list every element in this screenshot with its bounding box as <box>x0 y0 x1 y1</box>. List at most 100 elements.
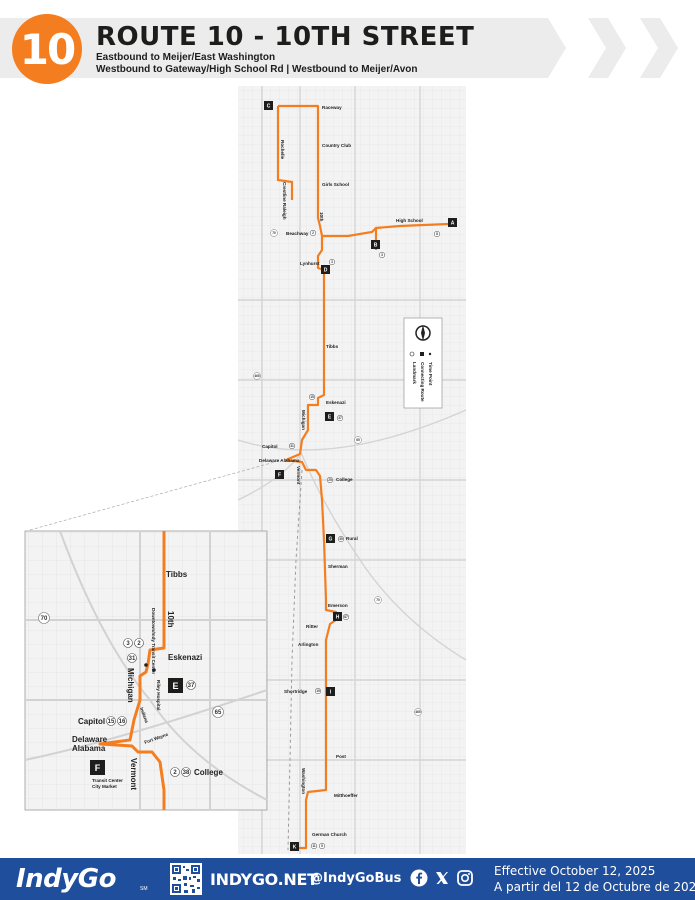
timepoint-B: B <box>371 240 380 249</box>
label-rural: Rural <box>346 536 358 541</box>
svg-text:2: 2 <box>137 641 141 647</box>
label-lynhurst: Lynhurst <box>300 261 320 266</box>
chevron-icon <box>640 18 678 78</box>
timepoint-D: D <box>321 265 330 274</box>
svg-text:37: 37 <box>188 683 195 689</box>
svg-text:65: 65 <box>215 710 222 716</box>
route-circle: 5 <box>318 842 326 850</box>
downtown-inset: E F 3 2 31 37 15 16 2 38 70 65 Tibbs 10t… <box>24 530 268 811</box>
route-circle: 15 <box>308 393 316 401</box>
highway-shield-70: 70 <box>270 229 278 237</box>
inset-label-vermont: Vermont <box>129 758 138 790</box>
svg-text:Time Point: Time Point <box>428 362 433 386</box>
svg-text:2: 2 <box>312 231 314 235</box>
street-grid <box>238 86 466 854</box>
svg-text:39: 39 <box>339 537 343 541</box>
inset-route-circle: 3 <box>123 638 133 648</box>
label-tibbs: Tibbs <box>326 344 339 349</box>
svg-text:70: 70 <box>41 616 48 622</box>
inset-label-route: 10th <box>166 611 175 628</box>
highway-shield-65: 65 <box>354 436 362 444</box>
route-east-branch <box>322 222 449 238</box>
label-washington: Washington <box>301 768 306 794</box>
inset-route-10-line <box>98 531 166 810</box>
inset-landmark-riley <box>152 668 156 672</box>
map-canvas: C A B D E F G H <box>24 86 467 854</box>
timepoint-legend-icon <box>420 352 424 356</box>
route-subtitle-westbound: Westbound to Gateway/High School Rd | We… <box>96 64 418 75</box>
route-west-loop <box>276 106 294 200</box>
label-beachway: Beachway <box>286 231 309 236</box>
x-icon[interactable] <box>433 869 451 887</box>
svg-text:15: 15 <box>108 719 115 725</box>
connecting-route-legend-icon <box>409 351 415 357</box>
svg-text:11: 11 <box>312 844 316 848</box>
route-circle: 37 <box>336 414 344 422</box>
social-handle[interactable]: @IndyGoBus <box>310 871 402 886</box>
label-emerson: Emerson <box>328 603 348 608</box>
svg-text:Connecting Route: Connecting Route <box>420 362 425 402</box>
landmark-legend-icon <box>428 352 432 356</box>
inset-label-tibbs: Tibbs <box>166 570 188 579</box>
label-route-10th: 10th <box>319 212 324 222</box>
highway-shield-465: 465 <box>253 372 261 380</box>
timepoint-G: G <box>326 534 335 543</box>
svg-text:I: I <box>330 690 332 696</box>
route-circle: 3 <box>328 258 336 266</box>
inset-highway-shield-70: 70 <box>38 612 50 624</box>
highway-shield-465: 465 <box>414 708 422 716</box>
inset-route-circle: 38 <box>181 767 191 777</box>
route-circle: 25 <box>326 476 334 484</box>
inset-landmark-downtown <box>144 663 148 667</box>
svg-text:65: 65 <box>356 438 360 442</box>
route-subtitle-eastbound: Eastbound to Meijer/East Washington <box>96 52 276 63</box>
svg-text:H: H <box>336 615 340 621</box>
header-band <box>0 18 566 78</box>
inset-highway-shield-65: 65 <box>212 706 224 718</box>
label-german-church: German Church <box>312 832 347 837</box>
svg-text:25: 25 <box>328 478 332 482</box>
instagram-icon[interactable] <box>456 869 474 887</box>
svg-text:B: B <box>374 243 378 249</box>
label-vermont: Vermont <box>296 466 301 485</box>
timepoint-F: F <box>275 470 284 479</box>
svg-text:A: A <box>451 221 455 227</box>
svg-text:19: 19 <box>316 689 320 693</box>
svg-text:3: 3 <box>331 260 333 264</box>
route-number-badge: 10 <box>12 14 82 84</box>
label-mitthoeffer: Mitthoeffer <box>334 793 358 798</box>
inset-label-delaware: Delaware <box>72 735 108 744</box>
highway-shield-70: 70 <box>374 596 382 604</box>
header-chevron-band <box>0 18 678 78</box>
facebook-icon[interactable] <box>410 869 428 887</box>
label-girls-school: Girls School <box>322 182 349 187</box>
inset-timepoint-F: F <box>90 760 105 775</box>
street-labels: Raceway Country Club Girls School Rochel… <box>259 105 423 837</box>
label-delaware-alabama: Delaware Alabama <box>259 458 300 463</box>
svg-text:E: E <box>328 415 332 421</box>
timepoint-E: E <box>325 412 334 421</box>
website-link[interactable]: INDYGO.NET <box>210 870 318 889</box>
svg-text:K: K <box>293 845 297 851</box>
svg-text:2: 2 <box>173 770 177 776</box>
route-circle: 39 <box>337 535 345 543</box>
logo-service-mark: SM <box>140 886 148 892</box>
inset-label-college: College <box>194 768 223 777</box>
route-circle: 11 <box>310 842 318 850</box>
route-circle: 8 <box>433 230 441 238</box>
svg-text:15: 15 <box>310 395 314 399</box>
svg-text:87: 87 <box>344 615 348 619</box>
footer-bar: IndyGo SM INDYGO.NET @IndyGoBus Effectiv… <box>0 858 695 900</box>
inset-label-riley-hospital: Riley Hospital <box>156 680 161 710</box>
timepoint-K: K <box>290 842 299 851</box>
effective-date-es: A partir del 12 de Octubre de 2025 <box>494 880 695 894</box>
route-map: C A B D E F G H <box>0 86 695 858</box>
svg-text:3: 3 <box>126 641 130 647</box>
label-eskenazi: Eskenazi <box>326 400 346 405</box>
inset-label-indiana: Indiana <box>139 707 149 724</box>
svg-text:465: 465 <box>415 710 421 714</box>
label-raceway: Raceway <box>322 105 342 110</box>
label-high-school: High School <box>396 218 423 223</box>
inset-label-city-market: City Market <box>92 784 117 789</box>
qr-code-icon[interactable] <box>170 863 202 895</box>
